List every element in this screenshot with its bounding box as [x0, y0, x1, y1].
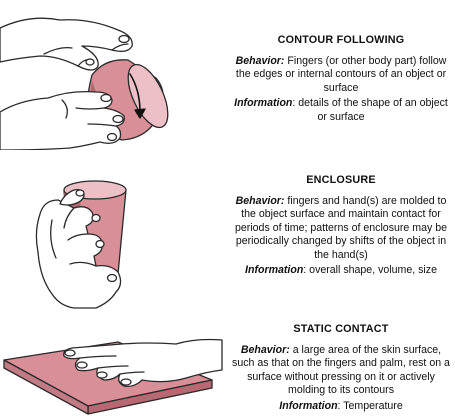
behavior-description: Behavior: fingers and hand(s) are molded… — [230, 195, 452, 263]
behavior-text: a large area of the skin surface, such a… — [232, 343, 450, 397]
static-contact-illustration — [3, 338, 223, 415]
static-contact-text: STATIC CONTACT Behavior: a large area of… — [230, 323, 452, 413]
contour-following-illustration — [0, 17, 169, 150]
information-label: Information — [279, 399, 338, 412]
enclosure-text: ENCLOSURE Behavior: fingers and hand(s) … — [230, 174, 452, 278]
section-title: ENCLOSURE — [306, 174, 376, 186]
contour-arrow — [129, 73, 141, 113]
information-text: : details of the shape of an object or s… — [292, 97, 448, 123]
behavior-label: Behavior: — [240, 343, 290, 356]
cup-rim — [127, 63, 169, 129]
information-label: Information — [245, 264, 304, 276]
behavior-description: Behavior: Fingers (or other body part) f… — [232, 55, 450, 96]
behavior-label: Behavior: — [235, 54, 285, 67]
information-description: Information: overall shape, volume, size — [230, 264, 452, 278]
section-title: STATIC CONTACT — [293, 323, 389, 335]
behavior-label: Behavior: — [235, 194, 285, 207]
information-text: : overall shape, volume, size — [303, 264, 437, 276]
lower-hand — [0, 90, 125, 150]
behavior-description: Behavior: a large area of the skin surfa… — [230, 344, 452, 398]
contour-following-panel: CONTOUR FOLLOWING Behavior: Fingers (or … — [0, 0, 455, 150]
information-label: Information — [234, 97, 293, 109]
enclosing-hand — [35, 199, 122, 309]
behavior-text: fingers and hand(s) are molded to the ob… — [235, 194, 447, 261]
information-description: Information: Temperature — [230, 400, 452, 414]
behavior-text: Fingers (or other body part) follow the … — [235, 54, 447, 94]
static-contact-panel: STATIC CONTACT Behavior: a large area of… — [0, 318, 455, 416]
upper-hand — [0, 17, 133, 71]
information-text: : Temperature — [337, 399, 403, 412]
enclosure-illustration — [35, 180, 127, 309]
contour-following-text: CONTOUR FOLLOWING Behavior: Fingers (or … — [232, 34, 450, 124]
section-title: CONTOUR FOLLOWING — [277, 34, 405, 46]
information-description: Information: details of the shape of an … — [232, 97, 450, 124]
enclosure-panel: ENCLOSURE Behavior: fingers and hand(s) … — [0, 160, 455, 310]
